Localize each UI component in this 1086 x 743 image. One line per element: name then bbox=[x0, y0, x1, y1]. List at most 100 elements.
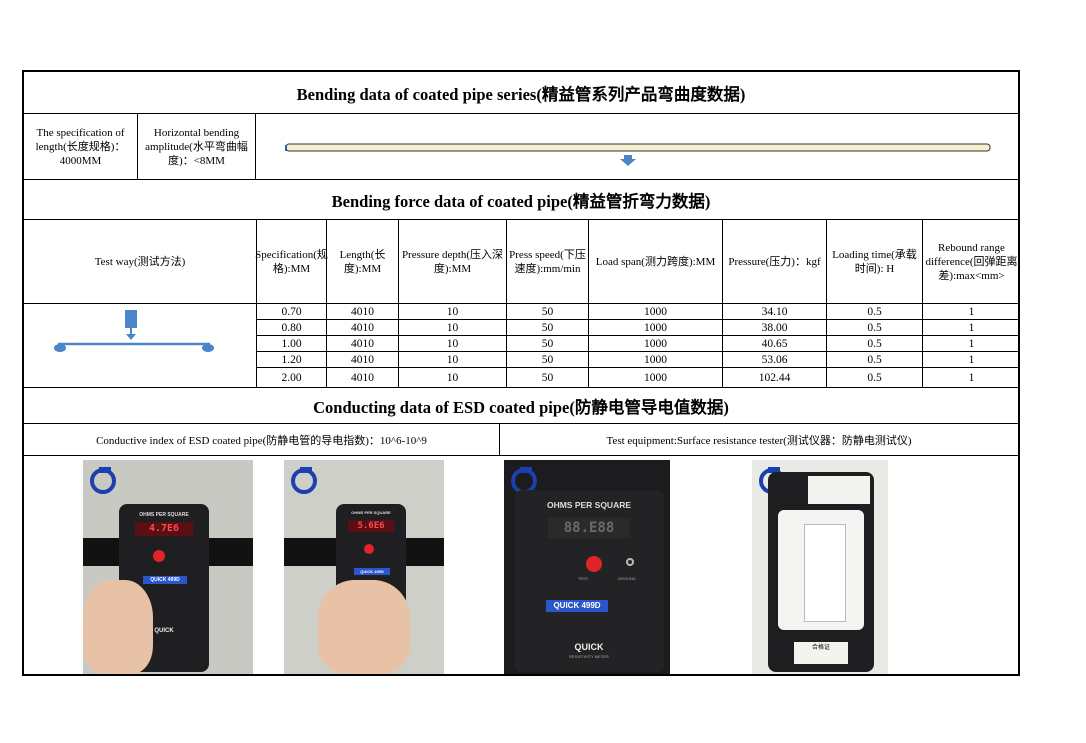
header-pressure: Pressure(压力)：kgf bbox=[722, 220, 826, 303]
cell-length: 4010 bbox=[326, 320, 398, 335]
table-row: 0.70 4010 10 50 1000 34.10 0.5 1 bbox=[256, 304, 1018, 320]
meter-display: 5.6E6 bbox=[348, 520, 394, 532]
conducting-info-row: Conductive index of ESD coated pipe(防静电管… bbox=[24, 424, 1018, 456]
resistance-meter: OHMS PER SQUARE 88.E88 TEST GROUND QUICK… bbox=[514, 490, 664, 672]
cell-depth: 10 bbox=[398, 336, 506, 351]
photo-meter-closeup: OHMS PER SQUARE 88.E88 TEST GROUND QUICK… bbox=[504, 460, 670, 674]
ground-label: GROUND bbox=[618, 576, 636, 581]
photo-meter-reading-1: OHMS PER SQUARE 4.7E6 QUICK 499D QUICK bbox=[83, 460, 253, 674]
cell-pressure: 34.10 bbox=[722, 304, 826, 319]
header-pressure-depth: Pressure depth(压入深度):MM bbox=[398, 220, 506, 303]
cell-depth: 10 bbox=[398, 320, 506, 335]
calibration-sticker bbox=[808, 476, 870, 504]
cell-speed: 50 bbox=[506, 336, 588, 351]
cell-span: 1000 bbox=[588, 336, 722, 351]
meter-title: OHMS PER SQUARE bbox=[351, 510, 391, 515]
header-length: Length(长度):MM bbox=[326, 220, 398, 303]
test-way-diagram bbox=[24, 304, 256, 387]
cell-length: 4010 bbox=[326, 368, 398, 387]
cell-length: 4010 bbox=[326, 352, 398, 367]
cell-time: 0.5 bbox=[826, 352, 922, 367]
force-header-row: Test way(测试方法) Specification(规格):MM Leng… bbox=[24, 220, 1018, 304]
cell-time: 0.5 bbox=[826, 320, 922, 335]
company-logo-icon bbox=[90, 467, 116, 494]
cell-spec: 1.00 bbox=[256, 336, 326, 351]
force-data-area: 0.70 4010 10 50 1000 34.10 0.5 1 0.80 40… bbox=[24, 304, 1018, 388]
cell-span: 1000 bbox=[588, 320, 722, 335]
table-row: 1.20 4010 10 50 1000 53.06 0.5 1 bbox=[256, 352, 1018, 368]
header-load-span: Load span(测力跨度):MM bbox=[588, 220, 722, 303]
photo-strip: OHMS PER SQUARE 4.7E6 QUICK 499D QUICK O… bbox=[24, 456, 1018, 674]
length-spec-cell: The specification of length(长度规格)：4000MM bbox=[24, 114, 138, 179]
straight-pipe-icon bbox=[285, 143, 991, 166]
pipe-illustration bbox=[256, 114, 1018, 179]
cell-rebound: 1 bbox=[922, 336, 1020, 351]
photo-meter-reading-2: OHMS PER SQUARE 5.6E6 QUICK 499D bbox=[284, 460, 444, 674]
three-point-bend-icon bbox=[54, 310, 214, 352]
bending-title: Bending data of coated pipe series(精益管系列… bbox=[24, 72, 1018, 114]
meter-title: OHMS PER SQUARE bbox=[139, 512, 189, 518]
conductive-index: Conductive index of ESD coated pipe(防静电管… bbox=[24, 424, 500, 455]
cell-length: 4010 bbox=[326, 304, 398, 319]
spec-label bbox=[804, 524, 846, 622]
force-title: Bending force data of coated pipe(精益管折弯力… bbox=[24, 180, 1018, 220]
resistance-meter-back: 合格证 bbox=[768, 472, 874, 672]
test-button-icon bbox=[586, 556, 602, 572]
cell-spec: 2.00 bbox=[256, 368, 326, 387]
conducting-title: Conducting data of ESD coated pipe(防静电管导… bbox=[24, 388, 1018, 424]
cell-length: 4010 bbox=[326, 336, 398, 351]
cell-pressure: 53.06 bbox=[722, 352, 826, 367]
header-rebound: Rebound range difference(回弹距离差):max<mm> bbox=[922, 220, 1020, 303]
cell-speed: 50 bbox=[506, 352, 588, 367]
test-label: TEST bbox=[578, 576, 589, 581]
cell-spec: 0.80 bbox=[256, 320, 326, 335]
brand-label: QUICK 499D bbox=[143, 576, 187, 584]
table-row: 1.00 4010 10 50 1000 40.65 0.5 1 bbox=[256, 336, 1018, 352]
meter-title: OHMS PER SQUARE bbox=[546, 500, 632, 510]
cell-rebound: 1 bbox=[922, 304, 1020, 319]
bending-spec-row: The specification of length(长度规格)：4000MM… bbox=[24, 114, 1018, 180]
cell-speed: 50 bbox=[506, 368, 588, 387]
cell-rebound: 1 bbox=[922, 352, 1020, 367]
cell-time: 0.5 bbox=[826, 304, 922, 319]
meter-subtitle: RESISTIVITY METER bbox=[569, 654, 609, 659]
ground-jack-icon bbox=[626, 558, 634, 566]
cell-rebound: 1 bbox=[922, 368, 1020, 387]
meter-display: 4.7E6 bbox=[135, 522, 193, 536]
header-press-speed: Press speed(下压速度):mm/min bbox=[506, 220, 588, 303]
header-loading-time: Loading time(承载时间): H bbox=[826, 220, 922, 303]
brand-label: QUICK 499D bbox=[354, 568, 390, 575]
cell-span: 1000 bbox=[588, 304, 722, 319]
quick-logo: QUICK bbox=[574, 642, 604, 652]
header-test-way: Test way(测试方法) bbox=[94, 255, 186, 268]
cell-pressure: 102.44 bbox=[722, 368, 826, 387]
cell-rebound: 1 bbox=[922, 320, 1020, 335]
table-row: 0.80 4010 10 50 1000 38.00 0.5 1 bbox=[256, 320, 1018, 336]
cell-spec: 1.20 bbox=[256, 352, 326, 367]
cell-span: 1000 bbox=[588, 368, 722, 387]
cell-pressure: 38.00 bbox=[722, 320, 826, 335]
company-logo-icon bbox=[291, 467, 317, 494]
amplitude-spec-cell: Horizontal bending amplitude(水平弯曲幅度)：<8M… bbox=[138, 114, 256, 179]
cell-time: 0.5 bbox=[826, 336, 922, 351]
test-button-icon bbox=[364, 544, 374, 554]
brand-label: QUICK 499D bbox=[546, 600, 608, 612]
cell-spec: 0.70 bbox=[256, 304, 326, 319]
meter-display: 88.E88 bbox=[548, 518, 630, 538]
hand-image bbox=[318, 580, 410, 674]
header-specification: Specification(规格):MM bbox=[255, 220, 328, 303]
certificate-label: 合格证 bbox=[794, 642, 848, 664]
cell-depth: 10 bbox=[398, 304, 506, 319]
photo-meter-back: 合格证 bbox=[752, 460, 888, 674]
test-button-icon bbox=[153, 550, 165, 562]
quick-logo: QUICK bbox=[154, 628, 174, 634]
cell-depth: 10 bbox=[398, 352, 506, 367]
cell-speed: 50 bbox=[506, 304, 588, 319]
datasheet-frame: Bending data of coated pipe series(精益管系列… bbox=[22, 70, 1020, 676]
cell-span: 1000 bbox=[588, 352, 722, 367]
table-row: 2.00 4010 10 50 1000 102.44 0.5 1 bbox=[256, 368, 1018, 387]
cell-time: 0.5 bbox=[826, 368, 922, 387]
cell-depth: 10 bbox=[398, 368, 506, 387]
cell-pressure: 40.65 bbox=[722, 336, 826, 351]
test-equipment: Test equipment:Surface resistance tester… bbox=[606, 434, 912, 447]
